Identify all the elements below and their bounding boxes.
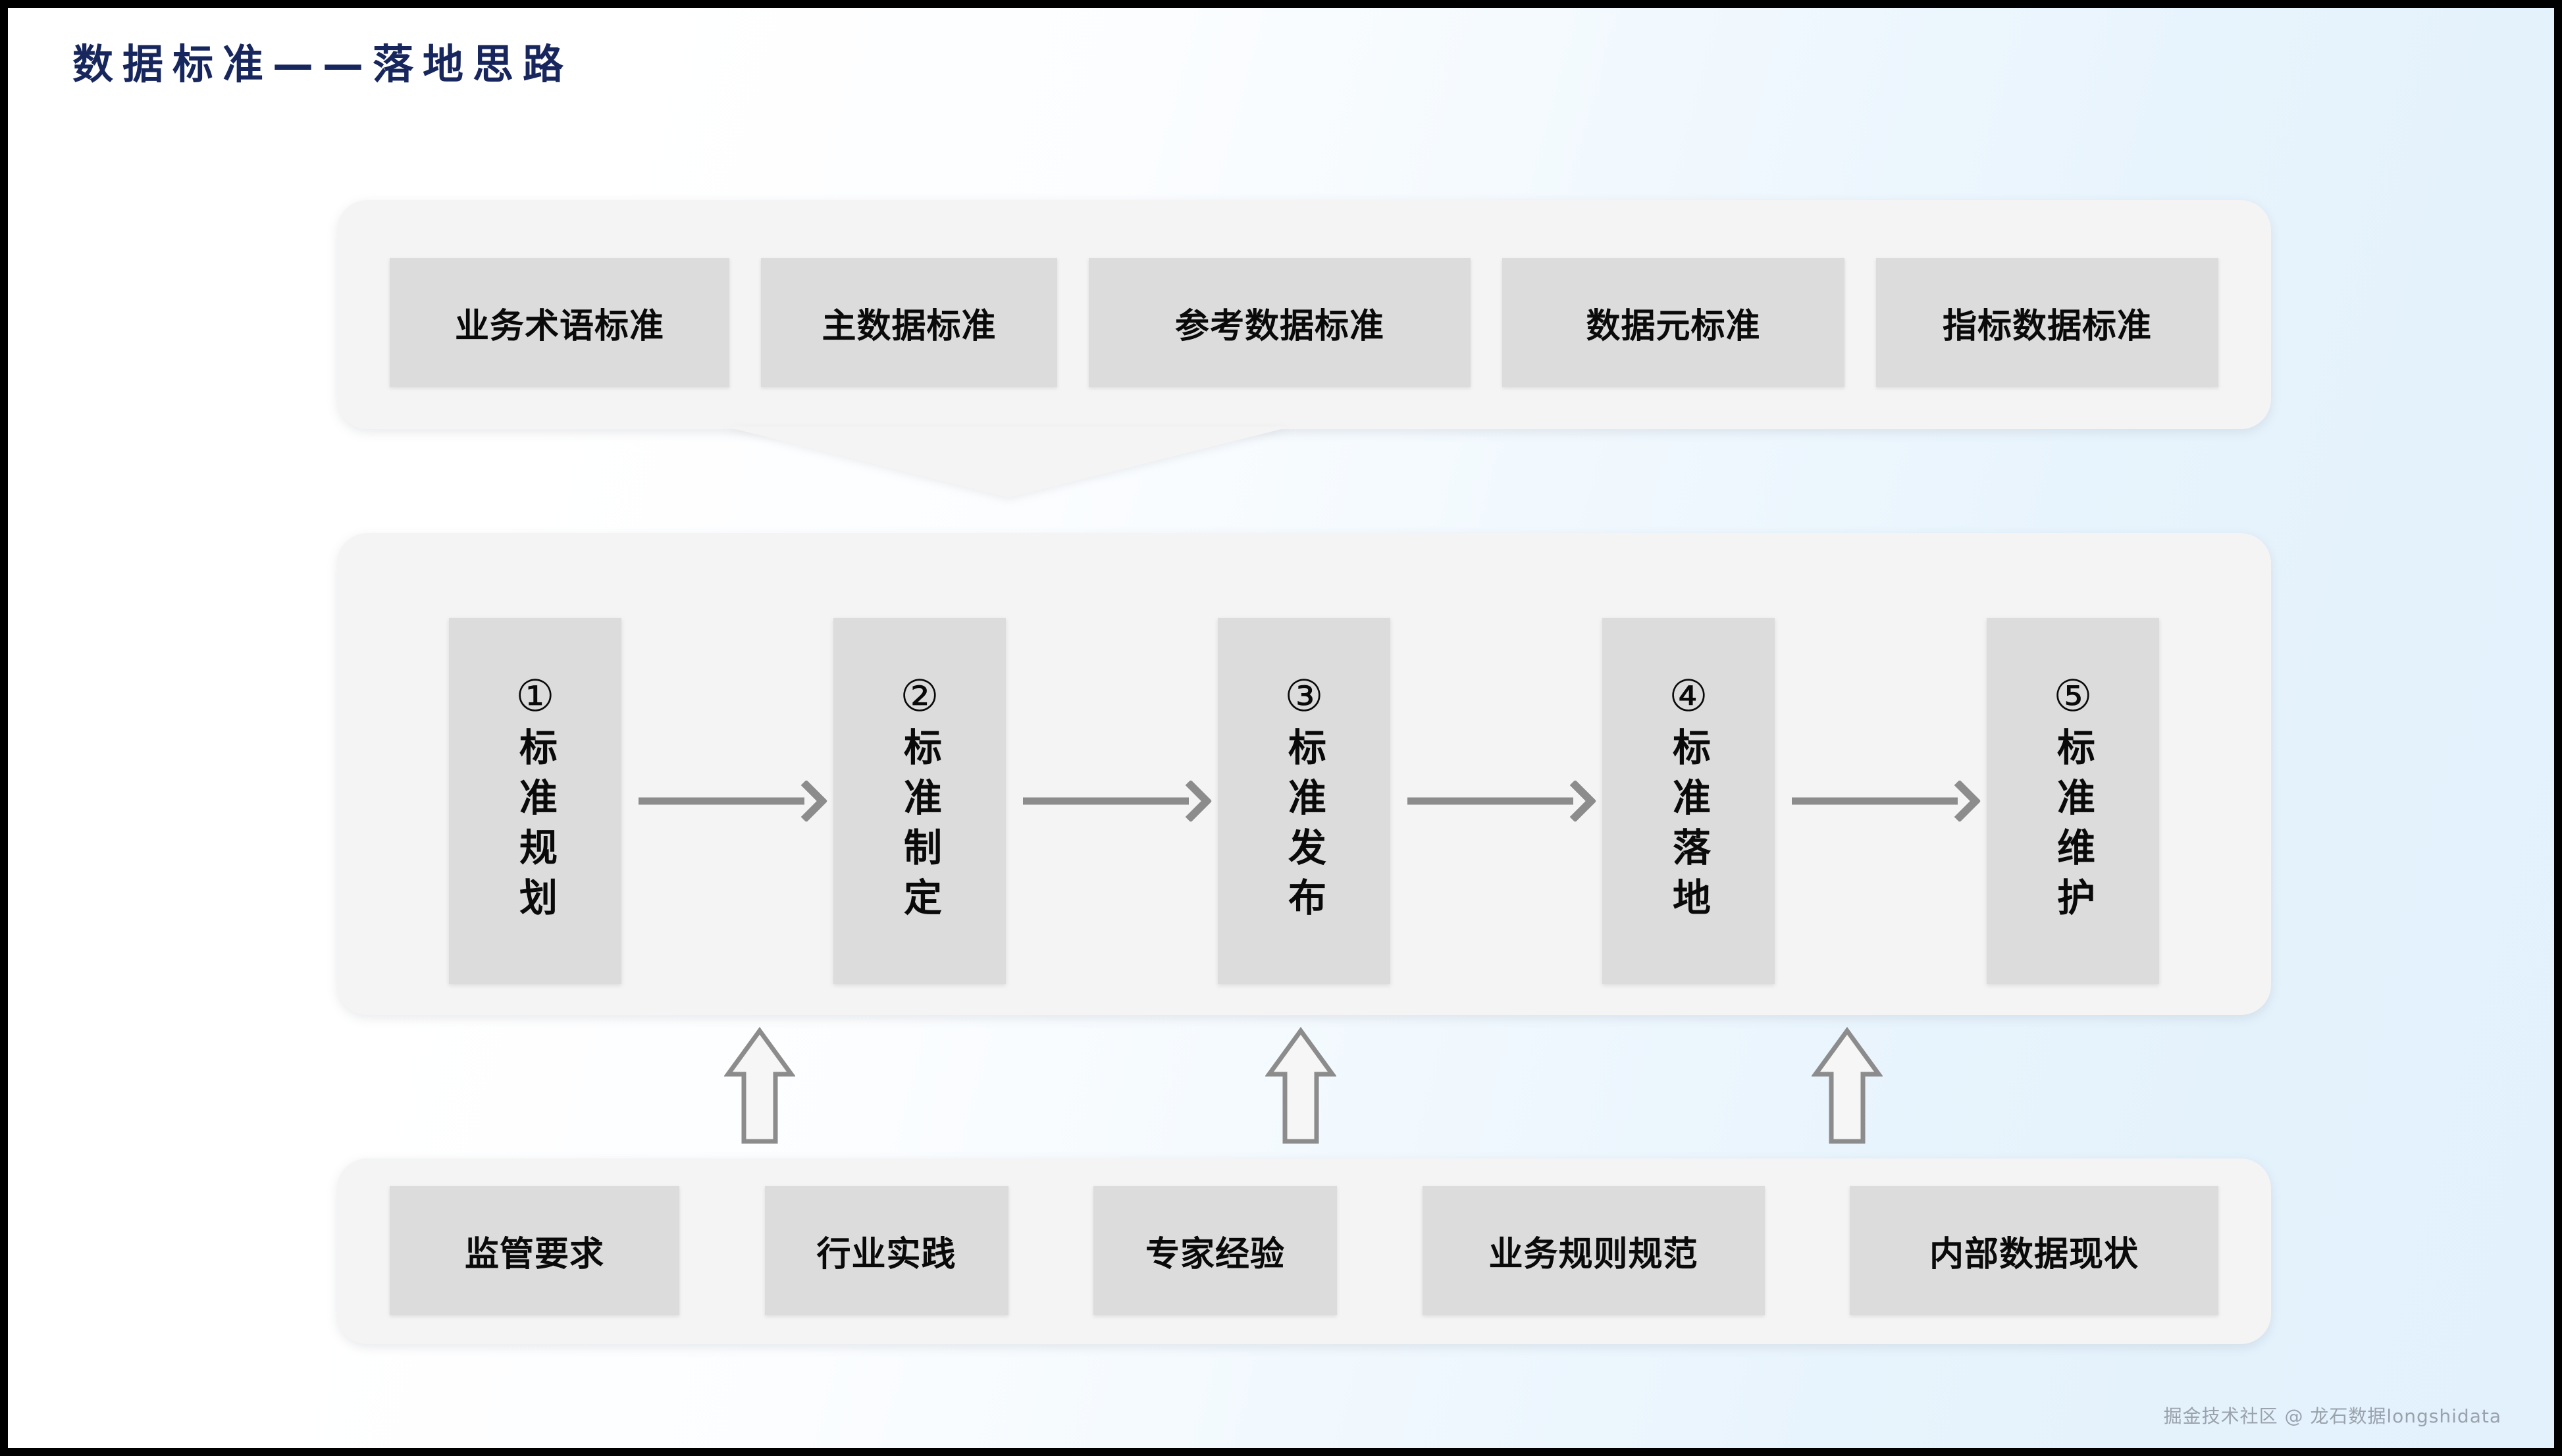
watermark: 掘金技术社区 @ 龙石数据longshidata <box>2163 1405 2501 1427</box>
input-card-industry-practice[interactable]: 行业实践 <box>764 1186 1008 1315</box>
standard-card-master-data[interactable]: 主数据标准 <box>761 258 1057 387</box>
standard-card-label: 主数据标准 <box>822 306 997 346</box>
step-number-icon: ① <box>515 671 555 721</box>
process-step-2[interactable]: ② 标准制定 <box>833 618 1006 984</box>
arrow-up-icon-2 <box>1265 1027 1336 1145</box>
standard-card-label: 业务术语标准 <box>454 306 664 346</box>
arrow-head <box>1938 779 1981 823</box>
standard-card-data-element[interactable]: 数据元标准 <box>1502 258 1844 387</box>
step-label: 标准维护 <box>2051 727 2095 927</box>
step-label: 标准制定 <box>897 727 942 927</box>
arrow-head <box>785 779 828 823</box>
process-flow-row: ① 标准规划 ② 标准制定 ③ 标准发布 <box>337 610 2271 992</box>
arrow-shaft <box>1023 797 1189 805</box>
step-label: 标准规划 <box>513 727 558 927</box>
standard-card-reference-data[interactable]: 参考数据标准 <box>1089 258 1471 387</box>
standard-card-label: 数据元标准 <box>1586 306 1761 346</box>
step-number-icon: ② <box>900 671 939 721</box>
step-label: 标准发布 <box>1282 727 1326 927</box>
process-step-3[interactable]: ③ 标准发布 <box>1218 618 1390 984</box>
arrow-shaft <box>639 797 804 805</box>
input-card-internal-data-status[interactable]: 内部数据现状 <box>1850 1186 2218 1315</box>
standard-card-business-term[interactable]: 业务术语标准 <box>390 258 729 387</box>
arrow-shaft <box>1407 797 1573 805</box>
step-number-icon: ⑤ <box>2053 671 2093 721</box>
process-step-1[interactable]: ① 标准规划 <box>449 618 621 984</box>
arrow-up-icon-3 <box>1812 1027 1883 1145</box>
input-card-expert-experience[interactable]: 专家经验 <box>1093 1186 1337 1315</box>
process-step-5[interactable]: ⑤ 标准维护 <box>1987 618 2159 984</box>
input-card-label: 业务规则规范 <box>1488 1234 1698 1274</box>
arrow-head <box>1554 779 1597 823</box>
panel-connector-chevron-icon <box>725 427 1292 498</box>
arrow-head <box>1169 779 1213 823</box>
standard-card-indicator-data[interactable]: 指标数据标准 <box>1876 258 2218 387</box>
page-title: 数据标准——落地思路 <box>72 40 573 88</box>
step-number-icon: ④ <box>1669 671 1708 721</box>
step-number-icon: ③ <box>1284 671 1324 721</box>
inputs-row: 监管要求 行业实践 专家经验 业务规则规范 内部数据现状 <box>337 1186 2271 1315</box>
standard-card-label: 参考数据标准 <box>1174 306 1384 346</box>
input-card-label: 内部数据现状 <box>1929 1234 2139 1274</box>
arrow-right-icon-2 <box>1008 779 1215 823</box>
arrow-up-icon-1 <box>724 1027 795 1145</box>
arrow-right-icon-4 <box>1777 779 1984 823</box>
input-card-label: 监管要求 <box>464 1234 604 1274</box>
arrow-right-icon-1 <box>624 779 831 823</box>
slide-canvas: 数据标准——落地思路 业务术语标准 主数据标准 参考数据标准 数据元标准 指标数… <box>8 8 2554 1448</box>
standard-card-label: 指标数据标准 <box>1942 306 2152 346</box>
input-card-regulatory[interactable]: 监管要求 <box>390 1186 679 1315</box>
standards-row: 业务术语标准 主数据标准 参考数据标准 数据元标准 指标数据标准 <box>337 258 2271 387</box>
arrow-shaft <box>1792 797 1958 805</box>
arrow-right-icon-3 <box>1393 779 1600 823</box>
process-step-4[interactable]: ④ 标准落地 <box>1602 618 1775 984</box>
input-card-label: 行业实践 <box>816 1234 956 1274</box>
input-card-label: 专家经验 <box>1145 1234 1285 1274</box>
step-label: 标准落地 <box>1666 727 1711 927</box>
input-card-business-rules[interactable]: 业务规则规范 <box>1422 1186 1765 1315</box>
